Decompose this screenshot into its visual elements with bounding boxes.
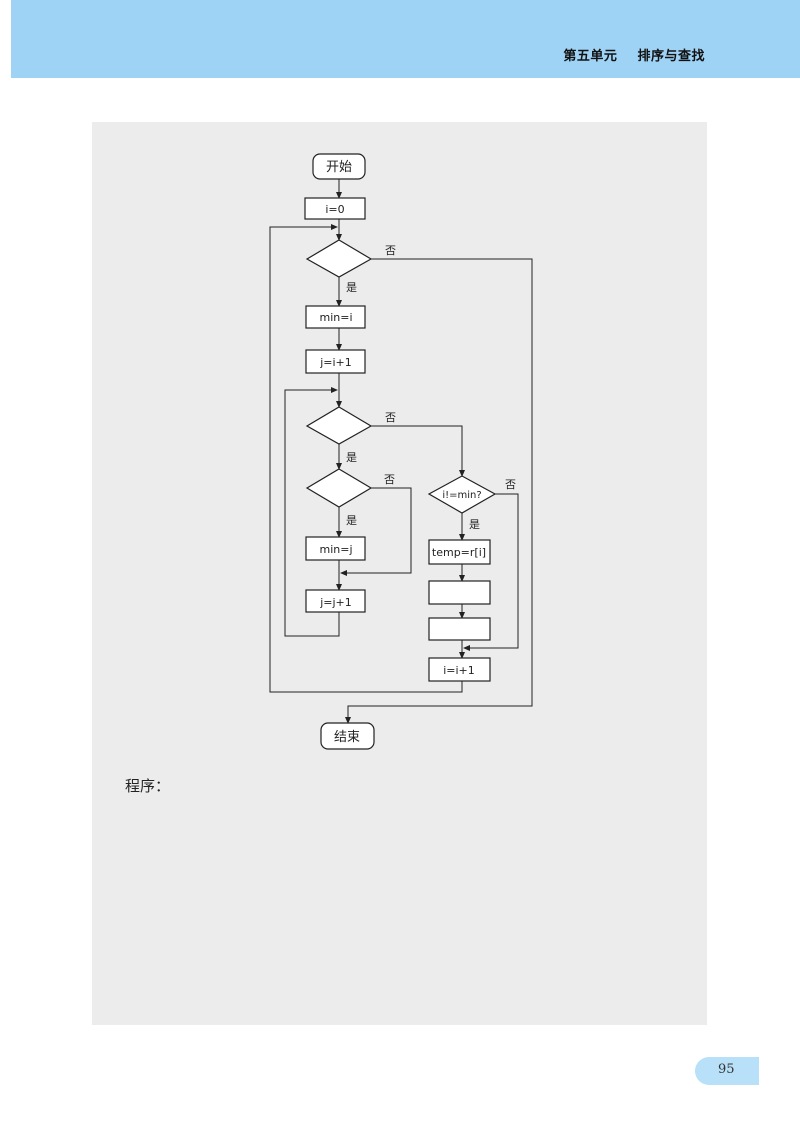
min-i-box [305,305,366,329]
compare-yes-label: 是 [346,514,357,527]
page-number-tab [695,1057,759,1085]
outer-loop-condition [305,239,373,278]
min-i-label: min=i [319,311,352,324]
outer-no-label: 否 [385,244,396,257]
min-j-box [305,536,366,561]
init-i-label: i=0 [325,203,344,216]
compare-no-label: 否 [384,473,395,486]
i-inc-box [428,657,491,682]
inner-loop-condition [305,406,373,445]
swap-condition [427,475,497,514]
init-i-box [304,197,366,220]
start-label: 开始 [326,160,352,175]
start-terminal [312,153,366,180]
unit-title: 第五单元 排序与查找 [563,49,705,64]
j-inc-box [305,589,366,613]
temp-label: temp=r[i] [432,546,486,559]
j-init-box [305,349,366,374]
end-terminal [320,722,375,750]
inner-no-label: 否 [385,411,396,424]
end-label: 结束 [334,730,360,745]
swap-no-label: 否 [505,478,516,491]
header-bar: 第五单元 排序与查找 [11,0,800,78]
program-label: 程序： [125,777,171,795]
blank-step-box-2 [428,617,491,641]
i-inc-label: i=i+1 [443,664,475,677]
page-number: 95 [718,1062,735,1077]
j-init-label: j=i+1 [319,356,352,369]
swap-yes-label: 是 [469,518,480,531]
temp-box [428,539,491,565]
outer-yes-label: 是 [346,281,357,294]
j-inc-label: j=j+1 [319,596,352,609]
min-j-label: min=j [319,543,352,556]
swap-cond-label: i!=min? [442,490,481,501]
compare-condition [305,468,373,508]
blank-step-box-1 [428,580,491,605]
inner-yes-label: 是 [346,451,357,464]
